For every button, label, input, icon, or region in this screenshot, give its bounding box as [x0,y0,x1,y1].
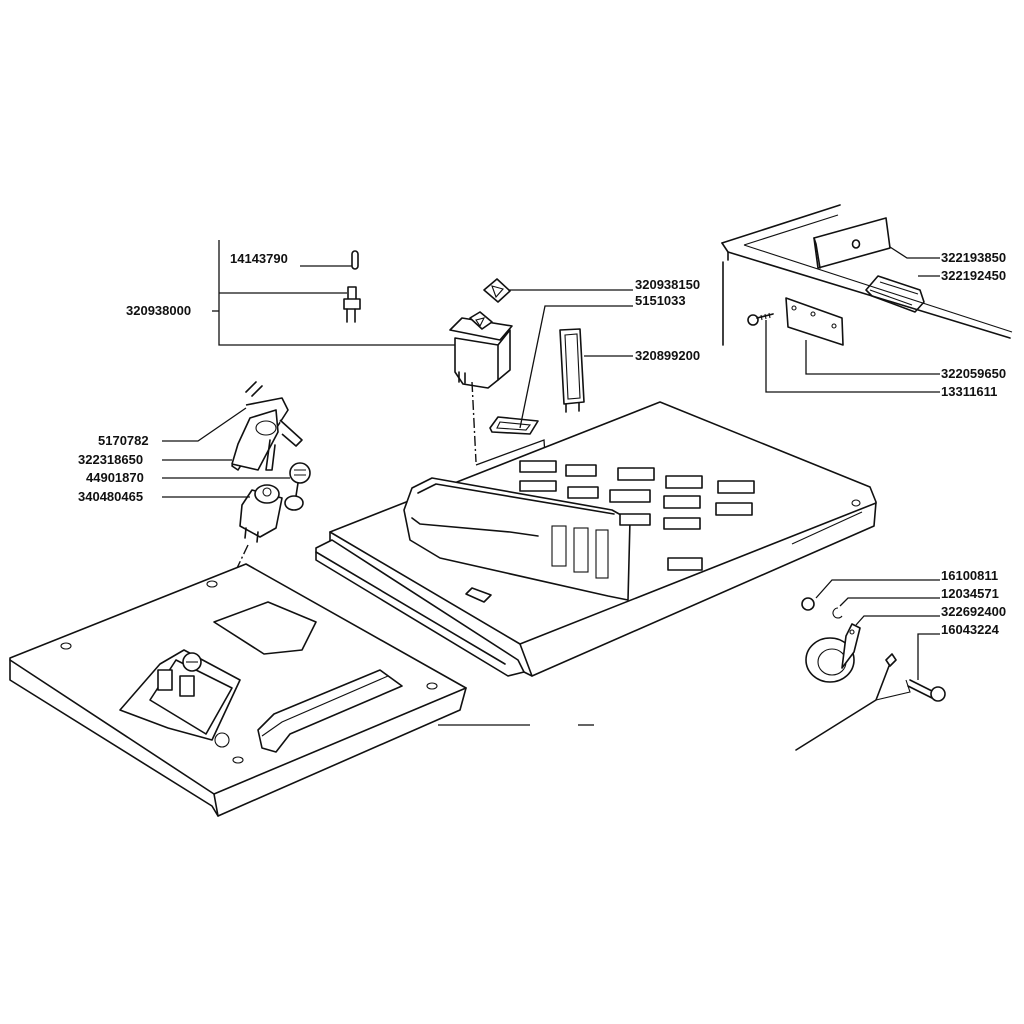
callout-5151033: 5151033 [635,293,686,308]
switch-group [212,240,585,473]
callout-16100811: 16100811 [941,568,998,583]
lens-icon [489,416,539,435]
callout-12034571: 12034571 [941,586,999,601]
callout-320938150: 320938150 [635,277,700,292]
screw-icon [747,312,774,326]
label-grid [519,460,755,571]
wire-icon [795,653,911,751]
corner-mount-group [721,204,1013,346]
callout-320938000: 320938000 [126,303,191,318]
control-panel-board [315,401,877,677]
small-switch-icon [343,286,361,323]
callout-322193850: 322193850 [941,250,1006,265]
callout-340480465: 340480465 [78,489,143,504]
callout-322692400: 322692400 [941,604,1006,619]
callout-13311611: 13311611 [941,384,997,399]
ignition-group [197,381,311,651]
indicator-window-icon [559,328,585,413]
lower-tray [9,563,594,817]
rocker-switch-icon [449,311,513,389]
callout-322192450: 322192450 [941,268,1006,283]
callout-14143790: 14143790 [230,251,288,266]
part-labels: 14143790 320938000 320938150 5151033 320… [78,250,1006,637]
key-icon [231,381,303,471]
callout-5170782: 5170782 [98,433,149,448]
ignition-switch-icon [239,484,283,543]
bulb-icon [351,250,359,270]
leader-lines [162,246,940,680]
callout-322059650: 322059650 [941,366,1006,381]
plate-icon [785,297,844,346]
callout-322318650: 322318650 [78,452,143,467]
horn-group [795,597,946,751]
mounting-block-icon [813,217,891,269]
callout-16043224: 16043224 [941,622,1000,637]
nut-icon [801,597,815,611]
bolt-icon [907,679,946,702]
callout-320899200: 320899200 [635,348,700,363]
washer-icon [832,607,843,619]
bracket-icon [865,275,925,313]
horn-icon [805,623,861,683]
rocker-cap-icon [483,278,511,303]
ignition-cap-icon [284,462,311,511]
instrument-hood-icon [403,477,631,601]
callout-44901870: 44901870 [86,470,144,485]
